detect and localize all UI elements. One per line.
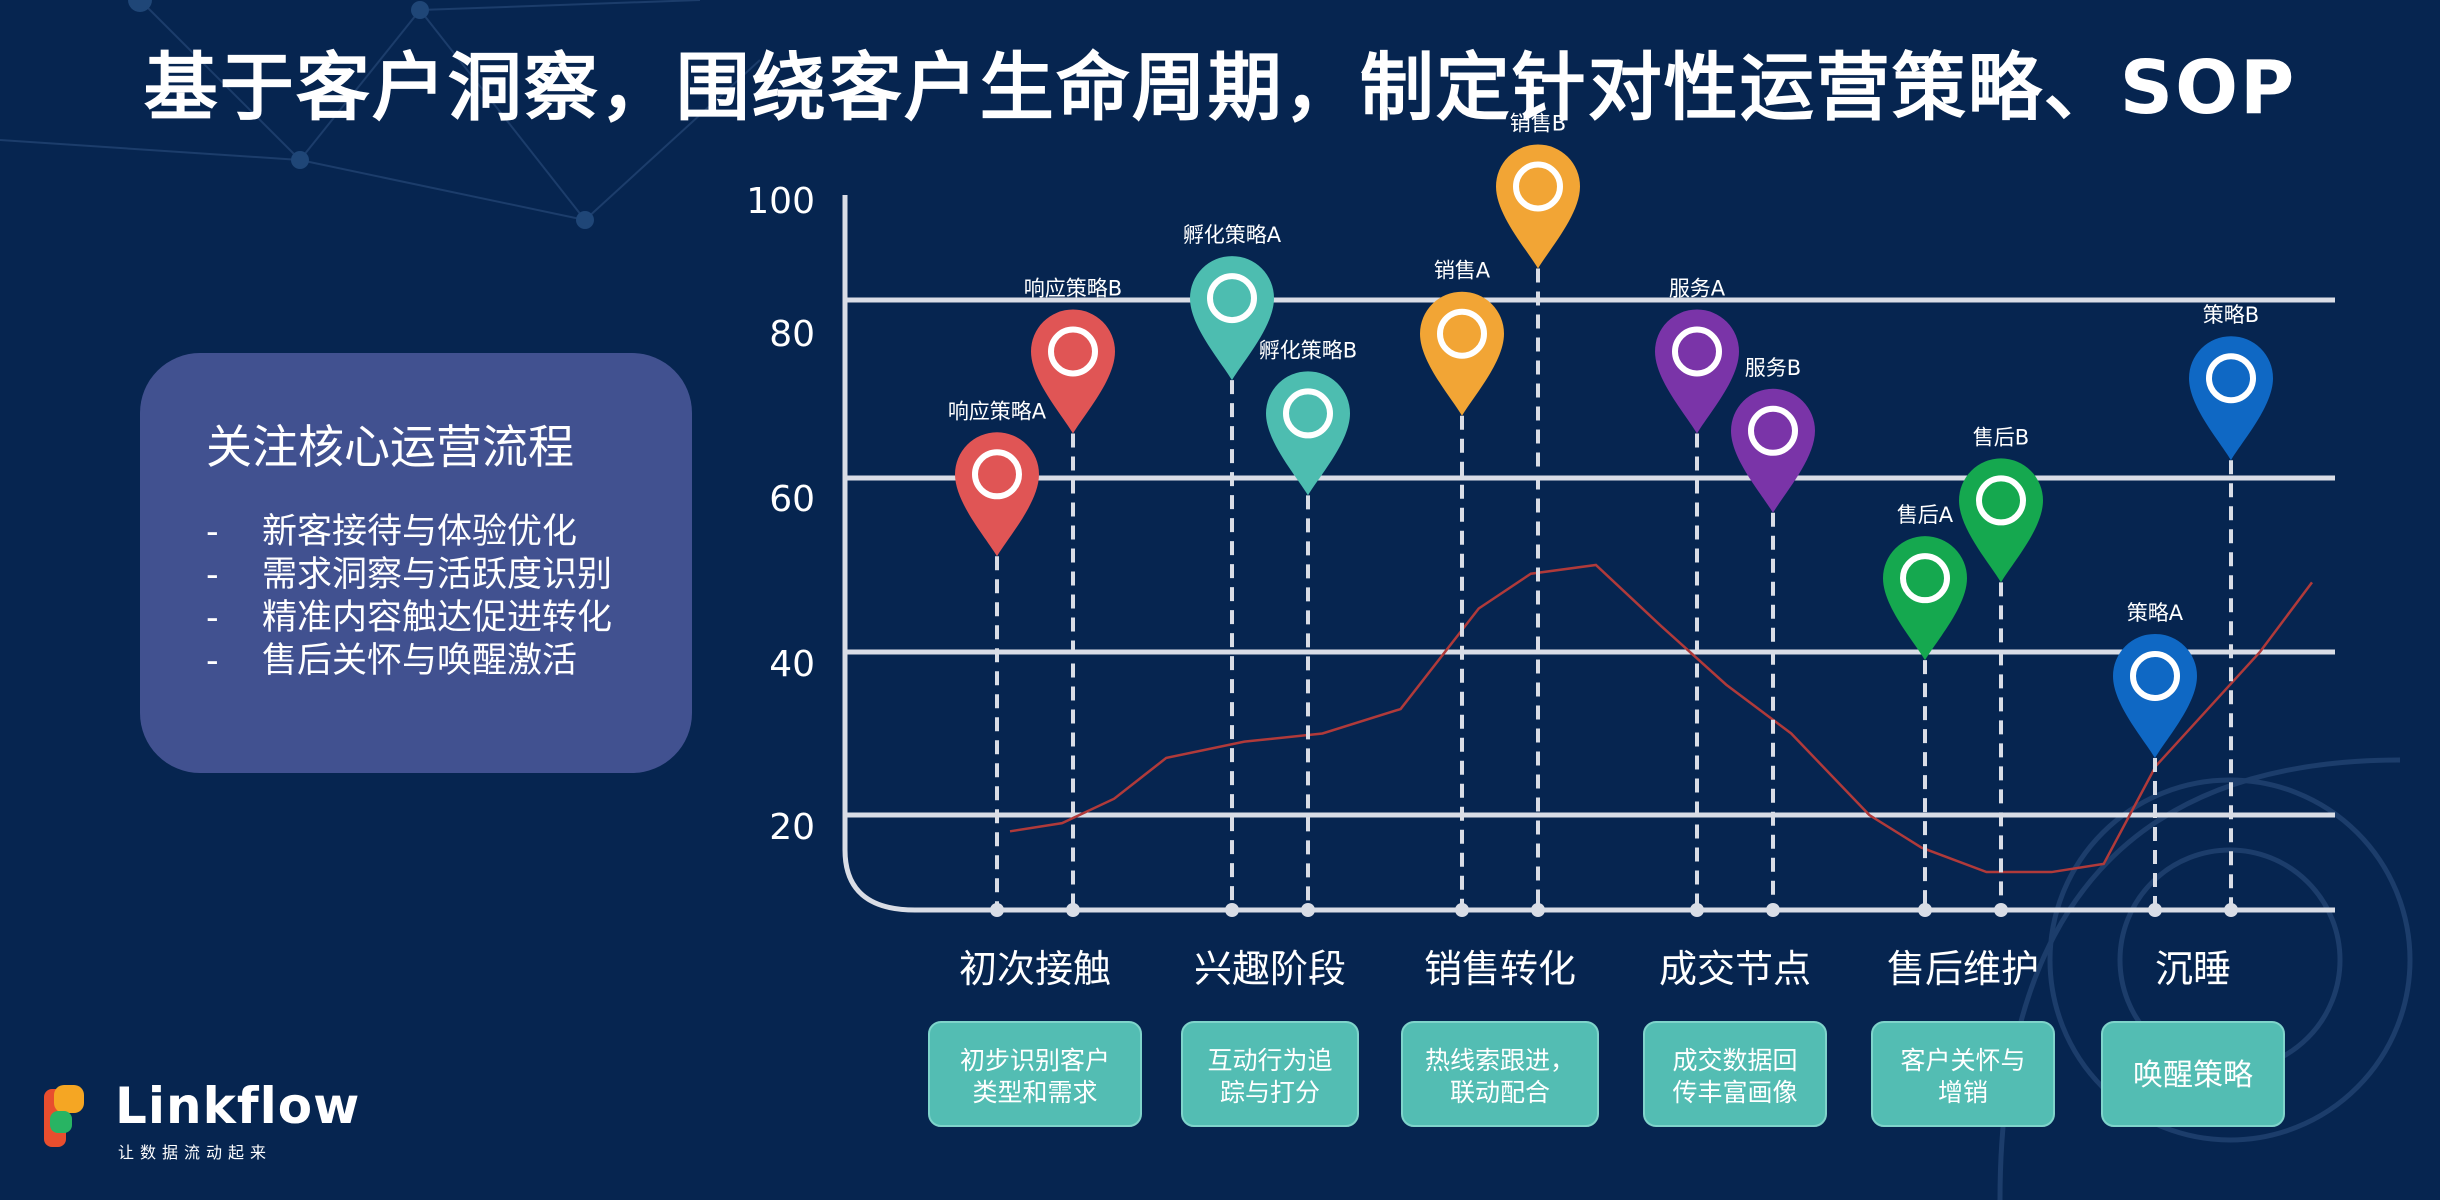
card-list: - 新客接待与体验优化 - 需求洞察与活跃度识别 - 精准内容触达促进转化 - 售后关怀… [206,511,612,683]
pin-hole [1748,405,1798,456]
pin-base-dot [2148,903,2162,917]
pin-base-dot [1531,903,1545,917]
y-tick-label: 40 [769,644,815,685]
stage-desc-text: 类型和需求 [972,1078,1097,1107]
list-item-text: 新客接待与体验优化 [262,512,578,552]
map-pin: 响应策略B [1024,277,1122,917]
map-pin: 售后A [1883,503,1967,917]
list-item-text: 精准内容触达促进转化 [262,598,613,638]
pin-base-dot [2224,903,2238,917]
logo-tagline: 让数据流动起来 [118,1143,273,1162]
map-pin: 策略B [2189,303,2273,917]
map-pin: 孵化策略B [1259,338,1357,917]
focus-card: 关注核心运营流程 - 新客接待与体验优化 - 需求洞察与活跃度识别 - 精准内容触达促… [140,353,692,773]
pin-hole [2206,353,2256,404]
pin-label: 销售A [1434,259,1491,283]
linkflow-logo: Linkflow 让数据流动起来 [40,1075,359,1165]
pin-base-dot [1766,903,1780,917]
y-tick-label: 80 [769,314,815,355]
pin-hole [1048,326,1098,377]
pin-base-dot [990,903,1004,917]
pin-label: 孵化策略A [1183,223,1282,247]
stage-desc-text: 初步识别客户 [960,1046,1110,1075]
pin-base-dot [1918,903,1932,917]
pin-hole [972,449,1022,500]
list-item-text: 需求洞察与活跃度识别 [262,555,613,595]
list-dash: - [206,598,219,638]
card-list-item: - 售后关怀与唤醒激活 [206,640,612,683]
stage-desc-text: 热线索跟进， [1425,1046,1575,1075]
pin-hole [1672,326,1722,377]
stage-desc-text: 唤醒策略 [2133,1058,2253,1093]
stage-desc-text: 传丰富画像 [1672,1078,1797,1107]
stage-name: 沉睡 [2155,947,2231,991]
list-dash: - [206,641,219,681]
pin-label: 服务A [1669,277,1726,301]
pin-label: 销售B [1510,112,1566,136]
y-tick-label: 20 [769,807,815,848]
pin-label: 策略B [2203,303,2259,327]
stage-desc-text: 踪与打分 [1220,1078,1320,1107]
pin-label: 售后A [1897,503,1954,527]
pin-base-dot [1066,903,1080,917]
pin-label: 售后B [1973,425,2029,449]
card-list-item: - 需求洞察与活跃度识别 [206,554,612,597]
stage-desc-box [2101,1021,2285,1127]
pin-hole [1976,475,2026,526]
stage-desc-box [1401,1021,1599,1127]
pin-label: 服务B [1745,356,1801,380]
list-dash: - [206,555,219,595]
pin-base-dot [1690,903,1704,917]
page-title: 基于客户洞察，围绕客户生命周期，制定针对性运营策略、SOP [143,45,2297,131]
pin-hole [1207,273,1257,324]
stage-desc-box [1871,1021,2055,1127]
chart-axis [842,195,2335,913]
card-title: 关注核心运营流程 [206,420,574,474]
map-pin: 策略A [2113,601,2197,917]
list-dash: - [206,512,219,552]
map-pin: 服务A [1655,277,1739,917]
stage-desc-text: 增销 [1938,1078,1988,1107]
map-pin: 销售B [1496,112,1580,917]
card-list-item: - 精准内容触达促进转化 [206,597,612,640]
stage-desc-box [1643,1021,1827,1127]
pin-label: 孵化策略B [1259,338,1357,362]
y-tick-label: 60 [769,479,815,520]
pin-label: 策略A [2127,601,2184,625]
pin-hole [1900,553,1950,604]
logo-name: Linkflow [115,1077,361,1135]
list-item-text: 售后关怀与唤醒激活 [262,641,578,681]
pin-base-dot [1994,903,2008,917]
pin-label: 响应策略B [1024,277,1122,301]
stage-desc-box [1181,1021,1359,1127]
pin-label: 响应策略A [948,399,1047,423]
stage-desc-text: 联动配合 [1450,1078,1550,1107]
trend-line [1009,563,2314,874]
pin-base-dot [1455,903,1469,917]
pin-base-dot [1225,903,1239,917]
pin-hole [1283,388,1333,439]
stage-name: 销售转化 [1424,947,1576,991]
pin-hole [1437,308,1487,359]
stage-desc-box [928,1021,1142,1127]
pin-base-dot [1301,903,1315,917]
stage-desc-text: 成交数据回 [1672,1046,1797,1075]
stage-name: 初次接触 [959,947,1111,991]
map-pin: 售后B [1959,425,2043,917]
map-pin: 销售A [1420,259,1504,917]
map-pin: 孵化策略A [1183,223,1282,917]
logo-mark-icon [44,1085,84,1147]
stage-desc-text: 客户关怀与 [1900,1046,2025,1075]
stage-name: 兴趣阶段 [1194,947,1346,991]
stage-name: 成交节点 [1659,947,1811,991]
card-list-item: - 新客接待与体验优化 [206,511,612,554]
map-pin: 服务B [1731,356,1815,917]
stage-desc-text: 互动行为追 [1207,1046,1332,1075]
stage-name: 售后维护 [1887,947,2039,991]
pin-hole [1513,161,1563,212]
pin-hole [2130,650,2180,701]
y-tick-label: 100 [746,181,815,222]
map-pin: 响应策略A [948,399,1047,917]
